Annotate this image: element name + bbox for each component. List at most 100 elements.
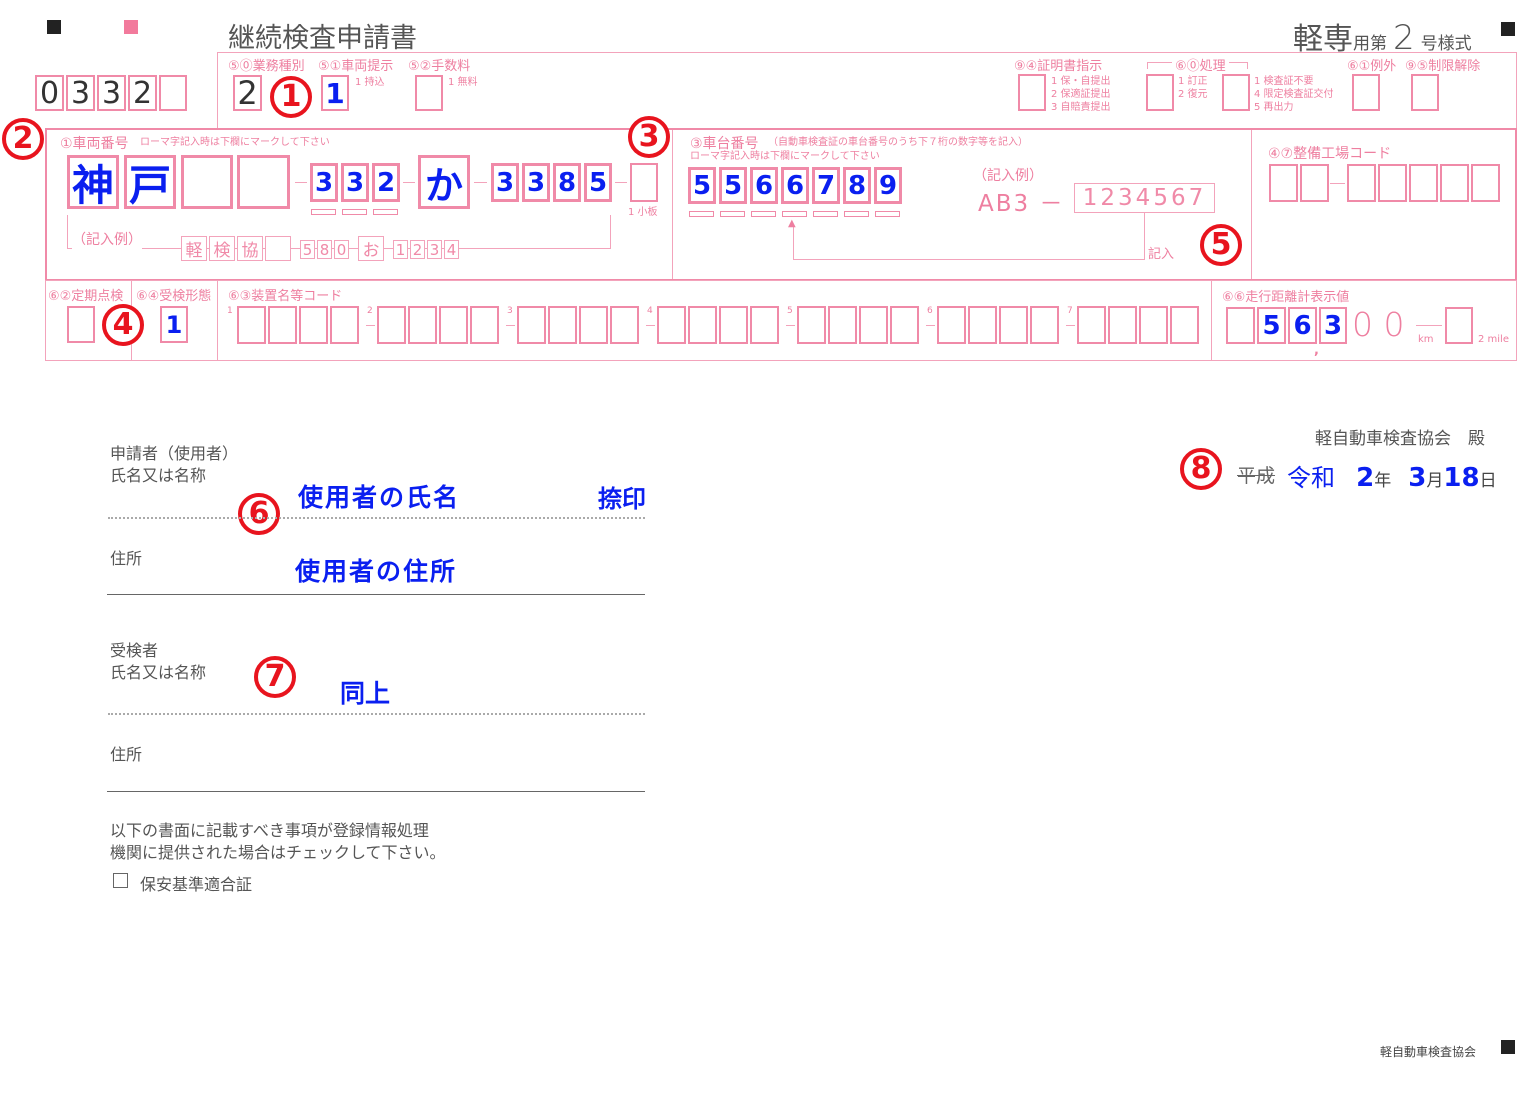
roman-mark[interactable] (342, 209, 367, 215)
device-code-box[interactable] (890, 306, 919, 344)
business-type-box[interactable]: 2 (233, 74, 262, 112)
device-code-box[interactable] (439, 306, 468, 344)
device-code-box[interactable] (750, 306, 779, 344)
device-code-box[interactable] (1077, 306, 1106, 344)
plate-serial-box[interactable]: 3 (491, 163, 519, 202)
chassis-digit-box[interactable]: 9 (874, 167, 902, 204)
device-code-box[interactable] (937, 306, 966, 344)
factory-code-box[interactable] (1409, 164, 1438, 202)
device-code-box[interactable] (299, 306, 328, 344)
factory-code-box[interactable] (1471, 164, 1500, 202)
fee-box[interactable] (415, 75, 443, 111)
plate-class-box[interactable]: 3 (310, 163, 338, 202)
office-code-box[interactable]: 3 (66, 75, 95, 111)
chassis-digit-box[interactable]: 5 (719, 167, 747, 204)
roman-mark[interactable] (751, 211, 776, 217)
roman-mark[interactable] (689, 211, 714, 217)
periodic-inspection-box[interactable] (67, 306, 95, 343)
processing-box-1[interactable] (1146, 74, 1174, 111)
date-field[interactable]: 令和 2年 3月18日 (1287, 458, 1497, 493)
chassis-digit-box[interactable]: 6 (750, 167, 778, 204)
chassis-digit-box[interactable]: 7 (812, 167, 840, 204)
device-code-box[interactable] (719, 306, 748, 344)
device-group-number: 5 (787, 306, 793, 316)
device-code-box[interactable] (330, 306, 359, 344)
dash (1330, 183, 1345, 184)
chassis-digit-box[interactable]: 5 (688, 167, 716, 204)
device-code-box[interactable] (968, 306, 997, 344)
factory-code-box[interactable] (1378, 164, 1407, 202)
device-code-box[interactable] (579, 306, 608, 344)
month-unit: 月 (1426, 471, 1444, 491)
office-code-box[interactable]: 2 (128, 75, 157, 111)
device-code-box[interactable] (548, 306, 577, 344)
roman-mark[interactable] (875, 211, 900, 217)
factory-code-box[interactable] (1347, 164, 1376, 202)
device-code-box[interactable] (237, 306, 266, 344)
device-code-box[interactable] (828, 306, 857, 344)
device-code-box[interactable] (517, 306, 546, 344)
device-code-box[interactable] (1108, 306, 1137, 344)
factory-code-box[interactable] (1440, 164, 1469, 202)
plate-class-box[interactable]: 2 (372, 163, 400, 202)
exception-box[interactable] (1352, 74, 1380, 111)
plate-region-box[interactable]: 神 (67, 155, 119, 210)
restriction-release-box[interactable] (1411, 74, 1439, 111)
device-group-number: 7 (1067, 306, 1073, 316)
device-code-box[interactable] (859, 306, 888, 344)
plate-region-box[interactable]: 戸 (124, 155, 176, 210)
odometer-digit-box[interactable] (1226, 307, 1255, 344)
odometer-digit-box[interactable]: 5 (1257, 307, 1286, 344)
certificate-instruction-box[interactable] (1018, 74, 1046, 111)
device-code-box[interactable] (688, 306, 717, 344)
device-code-box[interactable] (377, 306, 406, 344)
fee-option: 1 無料 (448, 77, 478, 88)
chassis-digit-box[interactable]: 6 (781, 167, 809, 204)
office-code-box[interactable]: 0 (35, 75, 64, 111)
applicant-address-input[interactable]: 使用者の住所 (295, 557, 458, 586)
factory-code-box[interactable] (1300, 164, 1329, 202)
device-code-box[interactable] (1030, 306, 1059, 344)
plate-region-box[interactable] (181, 155, 233, 209)
inspection-form-box[interactable]: 1 (160, 306, 188, 343)
divider (1251, 130, 1252, 279)
device-code-box[interactable] (470, 306, 499, 344)
plate-serial-box[interactable]: 8 (553, 163, 581, 202)
device-code-box[interactable] (268, 306, 297, 344)
plate-class-box[interactable]: 3 (341, 163, 369, 202)
plate-serial-box[interactable]: 3 (522, 163, 550, 202)
examinee-name-input[interactable]: 同上 (340, 679, 391, 708)
device-code-box[interactable] (657, 306, 686, 344)
plate-kana-box[interactable]: か (418, 155, 470, 209)
roman-mark[interactable] (720, 211, 745, 217)
roman-mark[interactable] (311, 209, 336, 215)
example-box: 2 (410, 240, 425, 259)
small-plate-box[interactable] (630, 163, 658, 202)
odometer-digit-box[interactable]: 6 (1288, 307, 1317, 344)
chassis-digit-box[interactable]: 8 (843, 167, 871, 204)
roman-mark[interactable] (813, 211, 838, 217)
dash (646, 325, 655, 326)
device-code-box[interactable] (999, 306, 1028, 344)
device-code-box[interactable] (797, 306, 826, 344)
office-code-box[interactable]: 3 (97, 75, 126, 111)
roman-mark[interactable] (373, 209, 398, 215)
vehicle-presentation-box[interactable]: 1 (321, 75, 349, 111)
odometer-digit-box[interactable]: 3 (1319, 307, 1347, 344)
roman-mark[interactable] (782, 211, 807, 217)
factory-code-box[interactable] (1269, 164, 1298, 202)
plate-serial-box[interactable]: 5 (584, 163, 612, 202)
applicant-name-input[interactable]: 使用者の氏名 (298, 483, 461, 512)
printed-era: 平成 (1237, 465, 1276, 487)
safety-certificate-checkbox[interactable] (113, 873, 128, 888)
roman-mark[interactable] (844, 211, 869, 217)
device-group-number: 3 (507, 306, 513, 316)
device-code-box[interactable] (408, 306, 437, 344)
mile-box[interactable] (1445, 307, 1473, 344)
device-code-box[interactable] (1170, 306, 1199, 344)
device-code-box[interactable] (1139, 306, 1168, 344)
processing-box-2[interactable] (1222, 74, 1250, 111)
device-code-box[interactable] (610, 306, 639, 344)
plate-region-box[interactable] (237, 155, 290, 209)
office-code-box[interactable] (159, 75, 187, 111)
